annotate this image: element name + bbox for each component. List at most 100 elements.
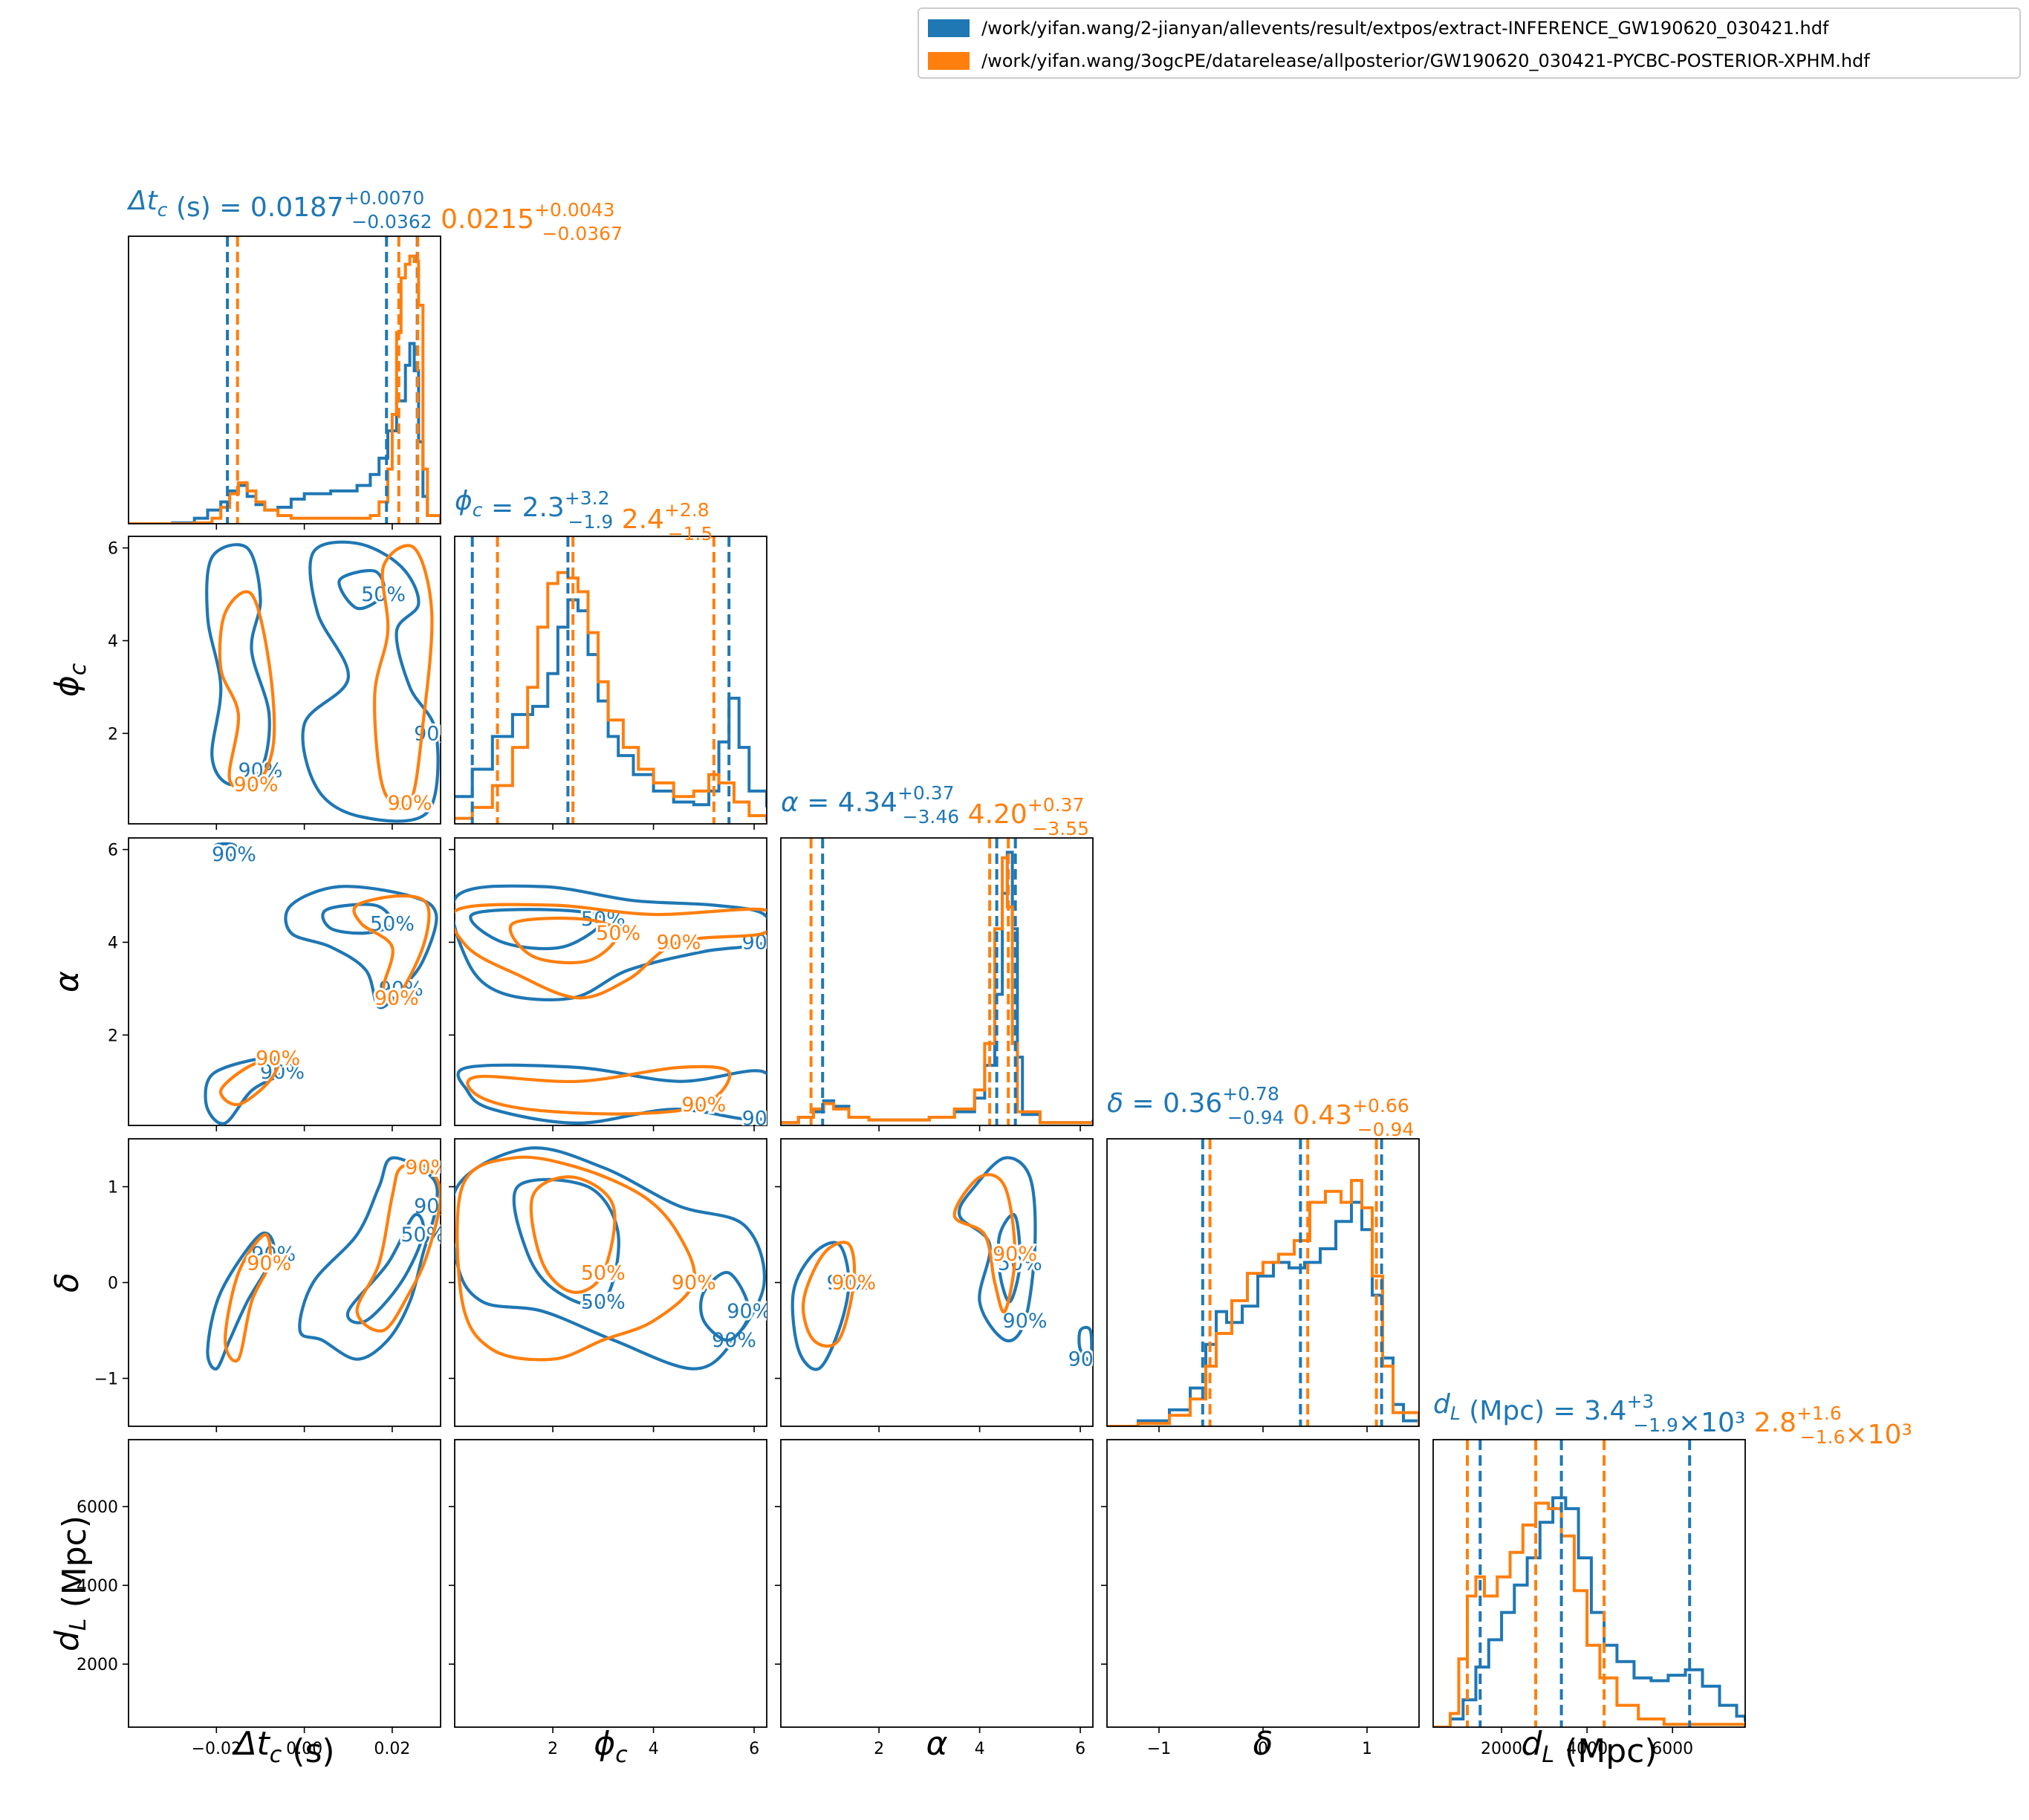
x-axis-label-tc: Δtc (s) (232, 1725, 334, 1770)
panel-dl-phic: 2 4 6 (449, 1439, 767, 1758)
y-tick-label: 2000 (77, 1656, 118, 1674)
contour-a (345, 1212, 426, 1325)
y-tick-label: 2 (108, 1027, 118, 1045)
contours-phic-tc: 90%90%50%90%90% (205, 540, 458, 823)
contour-b (801, 1241, 857, 1348)
panel-title-phic: ϕc = 2.3+3.2−1.9 2.4+2.8−1.5 (455, 486, 712, 545)
panel-title-alpha: α = 4.34+0.37−3.46 4.20+0.37−3.55 (781, 782, 1089, 839)
panel-phic-tc: 246 (108, 536, 441, 830)
contour-b (466, 1065, 732, 1116)
contour-label: 90% (993, 1243, 1037, 1266)
contour-label: 90% (1376, 1732, 1421, 1755)
contour-label: 90% (831, 1272, 876, 1295)
contour-b (455, 1155, 697, 1362)
contour-label: 90% (1003, 1310, 1048, 1333)
contour-label: 90% (712, 1329, 756, 1352)
contour-b (223, 1232, 272, 1363)
contour-a (205, 543, 271, 787)
y-tick-label: 2 (108, 725, 118, 744)
contour-label: 90% (742, 1108, 787, 1131)
contour-label: 90% (1023, 1732, 1068, 1755)
contours-dl-delta: 90%50%90%50% (1159, 1732, 1431, 1755)
panel-delta-tc: −101 (94, 1138, 441, 1432)
x-tick-label: 6 (749, 1740, 759, 1758)
panel-delta-phic (449, 1138, 767, 1432)
contour-a (298, 1156, 439, 1361)
panel-frame (1106, 1138, 1420, 1427)
contour-label: 90% (1068, 1348, 1113, 1371)
contour-label: 90% (251, 1243, 296, 1266)
y-axis-label-dl: dL (Mpc) (48, 1515, 94, 1651)
contour-a (699, 1270, 751, 1342)
contours-delta-tc: 90%90%50%90%90% (206, 1154, 449, 1371)
x-tick-label: −0.02 (192, 1740, 241, 1758)
contour-a (512, 1177, 620, 1307)
contour-label: 90% (405, 1157, 449, 1180)
panel-frame (454, 1439, 767, 1728)
contour-label: 50% (400, 1223, 445, 1247)
legend-swatch-b (928, 52, 970, 70)
y-tick-label: −1 (94, 1371, 118, 1389)
contour-label: 90% (1386, 1732, 1431, 1755)
panel-content (129, 236, 441, 524)
legend-entry-a: /work/yifan.wang/2-jianyan/allevents/res… (928, 13, 1828, 43)
x-tick-label: 4 (975, 1740, 985, 1758)
panel-title-tc: Δtc (s) = 0.0187+0.0070−0.0362 0.0215+0.… (126, 186, 623, 244)
y-axis-label-delta: δ (48, 1273, 86, 1293)
x-axis-label-delta: δ (1253, 1725, 1273, 1763)
x-tick-label: 4 (649, 1740, 659, 1758)
x-tick-label: 2 (548, 1740, 558, 1758)
contour-label: 90% (681, 1093, 726, 1117)
legend-entry-b: /work/yifan.wang/3ogcPE/datarelease/allp… (928, 46, 1870, 76)
contour-label: 50% (596, 922, 640, 945)
panel-phic-phic (454, 536, 767, 830)
panel-content (1107, 1139, 1419, 1426)
x-tick-label: 4000 (1566, 1740, 1608, 1758)
panel-title-delta: δ = 0.36+0.78−0.94 0.43+0.66−0.94 (1107, 1083, 1414, 1140)
panel-alpha-alpha (780, 837, 1094, 1131)
panel-frame (454, 536, 767, 825)
histogram-b (1107, 1179, 1419, 1426)
contour-label: 90% (374, 987, 419, 1010)
contour-a (455, 1146, 767, 1371)
panel-frame (454, 1138, 767, 1427)
panel-delta-alpha (775, 1138, 1094, 1432)
contour-label: 50% (581, 1262, 626, 1285)
contour-b (952, 1173, 1017, 1314)
contour-a (456, 1063, 767, 1125)
panel-frame (1432, 1439, 1746, 1728)
contours-dl-alpha: 90%90%50%90%90%90% (788, 1732, 1113, 1755)
panel-alpha-phic (449, 837, 767, 1131)
contour-a (996, 1212, 1022, 1304)
contour-label: 50% (998, 1732, 1042, 1755)
contour-b (373, 544, 434, 810)
contour-label: 90% (672, 1272, 716, 1295)
x-axis-label-phic: ϕc (594, 1725, 628, 1768)
contour-a (455, 884, 767, 1001)
x-tick-label: 2 (874, 1740, 884, 1758)
contour-label: 90% (212, 843, 256, 866)
contours-delta-alpha: 90%90%50%90%90%90% (791, 1156, 1113, 1374)
legend: /work/yifan.wang/2-jianyan/allevents/res… (918, 7, 2021, 79)
contour-label: 90% (388, 792, 432, 815)
contour-a (469, 908, 605, 951)
contour-label: 50% (998, 1252, 1042, 1275)
panel-content (781, 838, 1093, 1125)
contour-label: 90% (247, 1252, 291, 1275)
contour-b (218, 590, 276, 790)
panel-alpha-tc: 246 (108, 837, 441, 1131)
legend-label-a: /work/yifan.wang/2-jianyan/allevents/res… (981, 18, 1829, 39)
y-tick-label: 6000 (77, 1498, 118, 1517)
contour-label: 90% (414, 722, 458, 745)
histogram-b (129, 254, 441, 524)
panel-frame (128, 536, 441, 825)
contour-label: 90% (826, 1272, 871, 1295)
contour-a (212, 842, 238, 857)
y-axis-label-alpha: α (48, 971, 86, 992)
contour-label: 90% (847, 1732, 892, 1755)
contour-label: 90% (256, 1047, 300, 1070)
contour-label: 90% (826, 1732, 871, 1755)
